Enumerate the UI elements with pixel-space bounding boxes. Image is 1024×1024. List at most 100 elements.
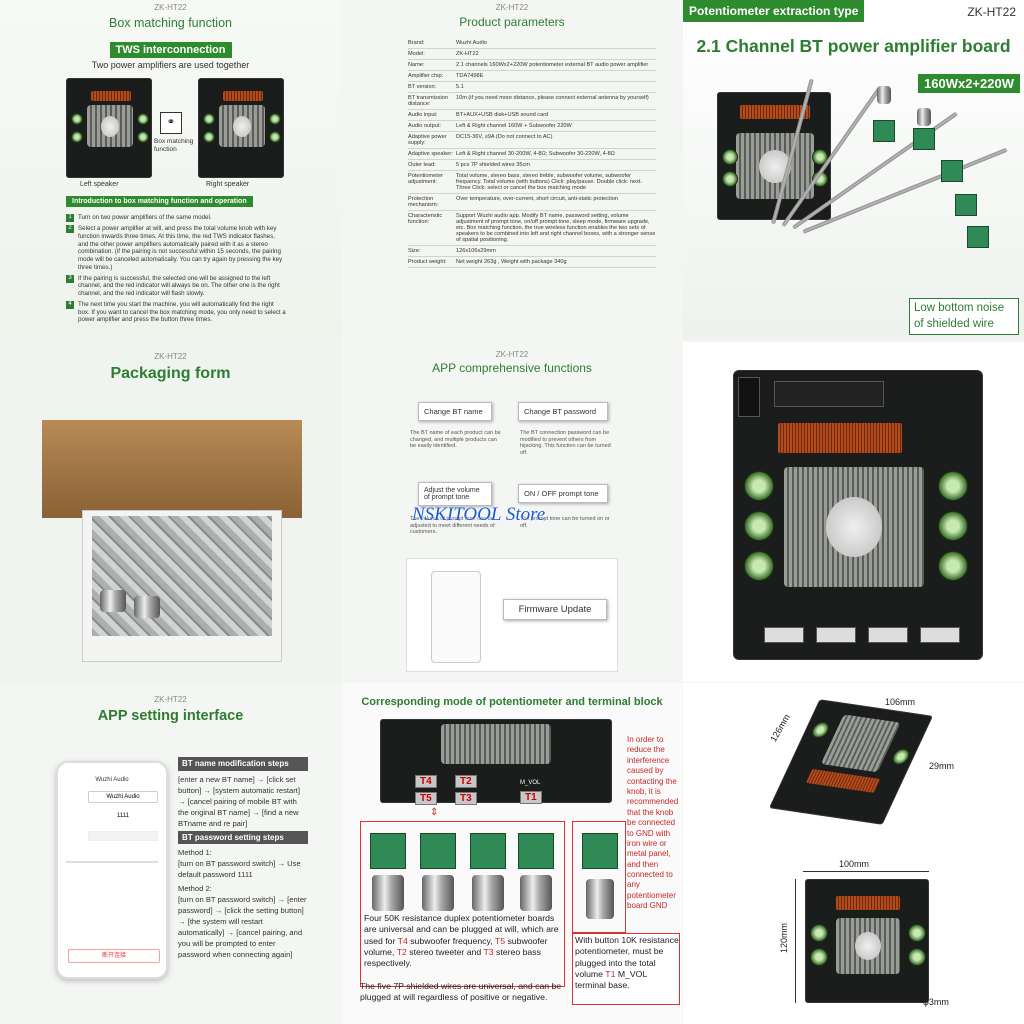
table-row: Adaptive power supply:DC15-36V, ≥9A (Do …: [408, 132, 656, 149]
feature-desc: The volume of prompt tone can be adjuste…: [410, 516, 495, 536]
potentiometer-board: [967, 226, 989, 248]
panel-title: Packaging form: [110, 365, 231, 382]
dim-height: 29mm: [929, 761, 955, 771]
subtitle: Two power amplifiers are used together: [91, 60, 250, 70]
potentiometer-board: [873, 120, 895, 142]
model-tag: ZK-HT22: [495, 3, 529, 12]
change-bt-name-button[interactable]: Change BT name: [418, 402, 492, 421]
firmware-card: Firmware Update: [406, 558, 618, 672]
link-icon: ⚭: [160, 112, 182, 134]
prompt-tone-toggle[interactable]: ON / OFF prompt tone: [518, 484, 608, 503]
model-tag: ZK-HT22: [154, 352, 187, 361]
panel-app-setting: ZK-HT22 APP setting interface Wuzhi Audi…: [0, 683, 341, 1024]
phone-header: Wuzhi Audio: [95, 777, 129, 783]
terminal-label-t5: T5: [415, 792, 437, 805]
bt-name-steps: [enter a new BT name] → [click set butto…: [178, 774, 300, 828]
setting-steps: BT name modification steps [enter a new …: [178, 755, 308, 960]
store-watermark: NSKITOOL Store: [412, 504, 546, 525]
panel-potentiometer-extraction: Potentiometer extraction type ZK-HT22 2.…: [683, 0, 1024, 341]
bt-name-input[interactable]: Wuzhi Audio: [88, 791, 158, 803]
shielded-wire-description: The five 7P shielded wires are universal…: [360, 981, 562, 1003]
model-tag: ZK-HT22: [154, 3, 187, 12]
phone-icon: [431, 571, 481, 663]
panel-product-parameters: ZK-HT22 Product parameters Brand:Wuzhi A…: [342, 0, 682, 341]
left-board-image: [66, 78, 152, 178]
potentiometer-board: [955, 194, 977, 216]
volume-pot-box: [572, 821, 626, 933]
table-row: Characteristic function:Support Wuzhi au…: [408, 211, 656, 246]
table-row: Audio output:Left & Right channel 160W +…: [408, 121, 656, 132]
table-row: Brand:Wuzhi Audio: [408, 38, 656, 49]
model-tag: ZK-HT22: [495, 350, 529, 359]
potentiometer-board: [913, 128, 935, 150]
board-image: [717, 92, 831, 220]
table-row: Product weight:Net weight 263g , Weight …: [408, 257, 656, 268]
settings-field[interactable]: [88, 831, 158, 841]
knob: [877, 86, 891, 104]
disconnect-button[interactable]: 断开连接: [68, 949, 160, 963]
potentiometer-board: [941, 160, 963, 182]
panel-app-functions: ZK-HT22 APP comprehensive functions Chan…: [342, 342, 682, 682]
bt-password-steps-header: BT password setting steps: [178, 830, 308, 845]
panel-terminal-mapping: Corresponding mode of potentiometer and …: [342, 683, 682, 1024]
right-board-image: [198, 78, 284, 178]
bt-password-input[interactable]: 1111: [116, 813, 129, 819]
table-row: Size:126x106x29mm: [408, 246, 656, 257]
grounding-note: In order to reduce the interference caus…: [627, 735, 679, 911]
left-speaker-label: Left speaker: [80, 181, 119, 188]
feature-desc: The prompt tone can be turned on or off.: [520, 516, 610, 529]
method-2-text: [turn on BT password switch] → [enter pa…: [178, 895, 307, 960]
bt-name-steps-header: BT name modification steps: [178, 757, 308, 771]
method-1-text: [turn on BT password switch] → Use defau…: [178, 859, 301, 880]
terminal-label-t1: T1: [520, 791, 542, 804]
knob: [917, 108, 931, 126]
terminal-label-t4: T4: [415, 775, 437, 788]
firmware-update-button[interactable]: Firmware Update: [503, 599, 607, 620]
volume-pot-description: With button 10K resistance potentiometer…: [575, 935, 679, 991]
method-2-label: Method 2:: [178, 884, 212, 894]
board-topview-image: [380, 719, 612, 803]
table-row: Model:ZK-HT22: [408, 49, 656, 60]
model-label: ZK-HT22: [967, 5, 1016, 19]
dual-pot-description: Four 50K resistance duplex potentiometer…: [364, 913, 559, 969]
board-title: 2.1 Channel BT power amplifier board: [696, 36, 1011, 56]
dim-hole-length: 120mm: [779, 922, 790, 954]
change-bt-password-button[interactable]: Change BT password: [518, 402, 608, 421]
table-row: Adaptive speaker:Left & Right channel 30…: [408, 149, 656, 160]
potentiometer-group-box: [360, 821, 565, 987]
box-matching-label: Box matching function: [154, 138, 194, 153]
table-row: Audio input:BT+AUX+USB disk+USB sound ca…: [408, 110, 656, 121]
panel-title: Box matching function: [109, 16, 232, 30]
intro-banner: Introduction to box matching function an…: [66, 196, 253, 207]
table-row: BT version:5.1: [408, 82, 656, 93]
dim-length: 126mm: [768, 712, 792, 744]
panel-title: APP setting interface: [97, 708, 244, 724]
adjust-volume-button[interactable]: Adjust the volume of prompt tone: [418, 482, 492, 506]
phone-mockup: Wuzhi Audio Wuzhi Audio 1111 断开连接: [56, 761, 168, 979]
table-row: BT transmission distance:10m (if you nee…: [408, 93, 656, 110]
power-badge: 160Wx2+220W: [918, 74, 1020, 93]
table-row: Protection mechanism:Over temperature, o…: [408, 194, 656, 211]
panel-packaging: ZK-HT22 Packaging form: [0, 342, 341, 682]
table-row: Outer lead:5 pcs 7P shielded wires 35cm: [408, 160, 656, 171]
table-row: Amplifier chip:TDA7498E: [408, 71, 656, 82]
table-row: Potentiometer adjustment:Total volume, s…: [408, 171, 656, 194]
dim-hole-width: 100mm: [839, 859, 870, 869]
terminal-label-t2: T2: [455, 775, 477, 788]
terminal-label-t3: T3: [455, 792, 477, 805]
panel-board-closeup: [683, 342, 1024, 682]
packaging-box-image: [42, 420, 302, 670]
panel-dimensions: 106mm 126mm 29mm 100mm 120mm φ3mm: [683, 683, 1024, 1024]
slider[interactable]: [66, 861, 158, 863]
board-top-image: [805, 879, 929, 1003]
mvol-label: M_VOL: [520, 780, 541, 786]
panel-title: Product parameters: [459, 15, 565, 29]
dim-width: 106mm: [885, 697, 916, 707]
feature-desc: The BT name of each product can be chang…: [410, 430, 501, 450]
